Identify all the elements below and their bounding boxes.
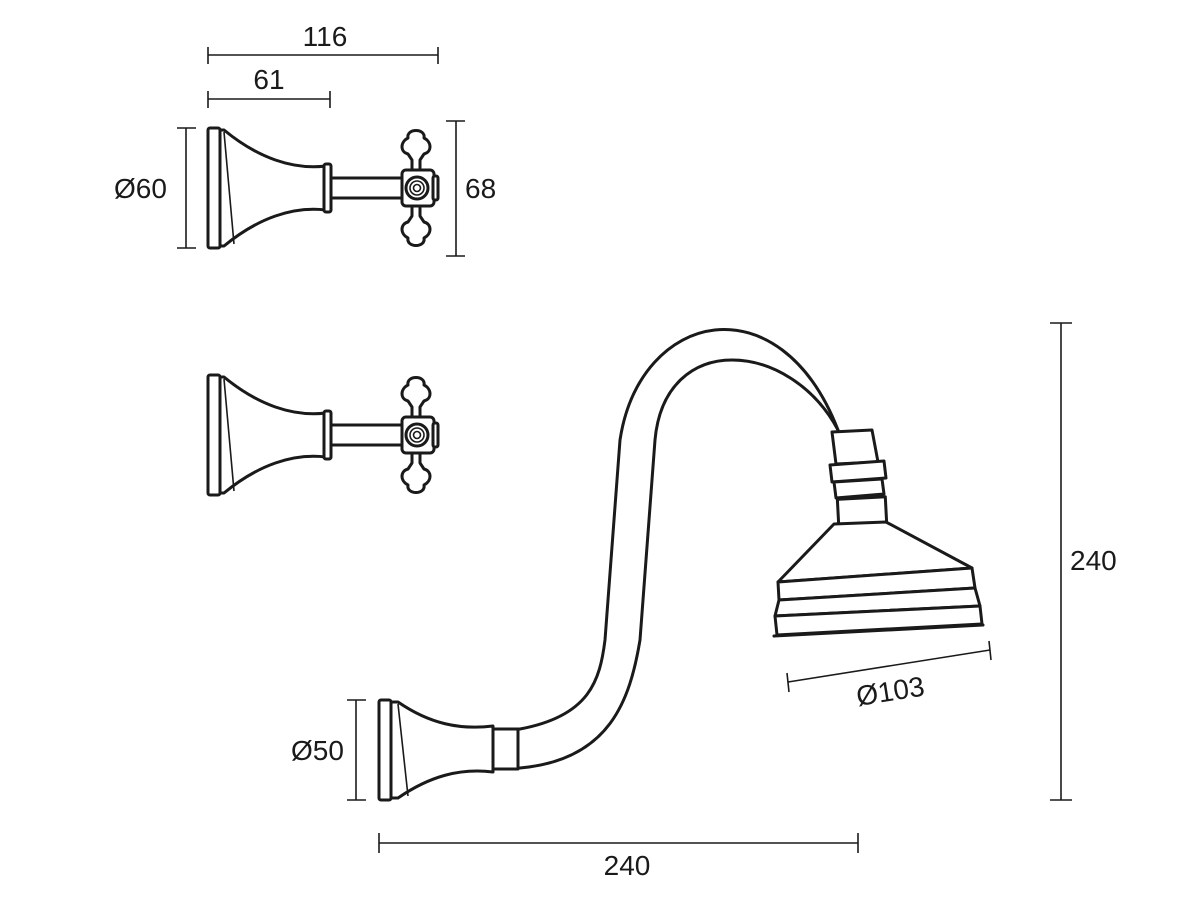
dim-label-arm-height: 240 — [1070, 545, 1117, 576]
dim-label-116: 116 — [303, 21, 348, 52]
dim-label-arm-projection: 240 — [604, 850, 651, 881]
shower-arm — [377, 328, 889, 802]
dim-label-tap-flange-diameter: Ø60 — [114, 173, 167, 204]
wall-tap-top — [206, 126, 440, 250]
wall-tap-bottom — [206, 373, 440, 497]
dim-label-rose-diameter: Ø103 — [854, 671, 927, 712]
dimension-lines — [177, 47, 1072, 853]
dim-label-arm-flange-diameter: Ø50 — [291, 735, 344, 766]
dim-label-68: 68 — [465, 173, 496, 204]
dim-label-61: 61 — [253, 64, 284, 95]
shower-rose — [772, 520, 985, 638]
